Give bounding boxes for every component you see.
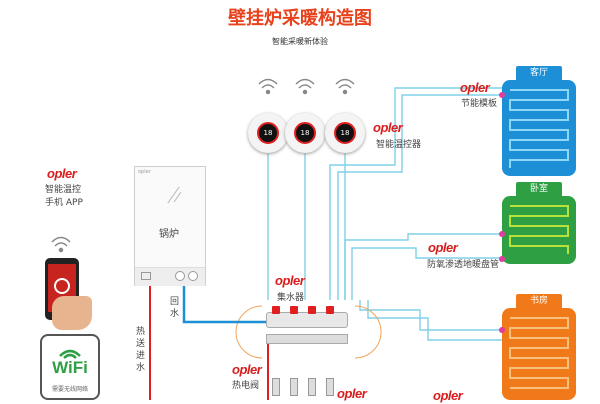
page-title: 壁挂炉采暖构造图 (228, 8, 372, 29)
thermal-valve-icon (326, 378, 334, 396)
boiler-display (141, 272, 151, 280)
brand-logo: opler (47, 166, 77, 181)
return-pipe (182, 285, 268, 324)
manifold-label: 集水器 (277, 293, 305, 303)
room-header-study: 书房 (516, 294, 562, 309)
thermostat-3: 18 (325, 113, 365, 153)
manifold (266, 312, 348, 328)
thermostat-display: 18 (257, 122, 279, 144)
manifold-lower (266, 334, 348, 344)
room-header-bedroom: 卧室 (516, 182, 562, 197)
thermal-valve-icon (272, 378, 280, 396)
boiler-control-panel (135, 267, 205, 286)
brand-logo: opler (337, 386, 367, 401)
room-living (502, 80, 576, 176)
connection-dot (499, 92, 505, 98)
wifi-word: WiFi (52, 358, 88, 377)
phone-dial-icon (54, 278, 70, 294)
connection-dot (499, 327, 505, 333)
wifi-note: 需要无线网络 (51, 386, 88, 393)
room-study (502, 308, 576, 400)
connection-dot (499, 256, 505, 262)
supply-water-label: 热送进水 (136, 327, 146, 373)
control-wires (267, 87, 502, 300)
page-subtitle: 智能采暖新体验 (272, 37, 328, 46)
manifold-arc (235, 305, 263, 359)
wifi-badge: WiFi 需要无线网络 (40, 334, 100, 400)
room-header-living: 客厅 (516, 66, 562, 81)
wifi-badge-icon (59, 349, 81, 359)
floor-pipe-label: 防氧渗透地暖盘管 (427, 260, 500, 270)
thermostat-display: 18 (334, 122, 356, 144)
boiler-brand-tag: opler (138, 169, 151, 175)
manifold-valve-icon (290, 306, 298, 314)
brand-logo: opler (373, 120, 403, 135)
wifi-signals (51, 78, 355, 253)
floor-coil (509, 89, 569, 168)
app-label-1: 智能温控 (45, 185, 82, 195)
room-bedroom (502, 196, 576, 264)
boiler-knob-icon (175, 271, 185, 281)
thermal-valve-icon (308, 378, 316, 396)
valve-label: 热电阀 (232, 381, 260, 391)
return-water-label: 回水 (170, 297, 180, 319)
manifold-valve-icon (272, 306, 280, 314)
thermostat-2: 18 (285, 113, 325, 153)
brand-logo: opler (275, 273, 305, 288)
app-label-2: 手机 APP (45, 198, 83, 208)
boiler: opler 锅炉 (134, 166, 206, 286)
brand-logo: opler (428, 240, 458, 255)
manifold-valve-icon (326, 306, 334, 314)
energy-module-label: 节能模板 (461, 99, 498, 109)
floor-coil (509, 317, 569, 389)
brand-logo: opler (433, 388, 463, 403)
hand (52, 296, 92, 330)
boiler-knob-icon (188, 271, 198, 281)
boiler-label: 锅炉 (159, 229, 179, 240)
manifold-valve-icon (308, 306, 316, 314)
thermal-valve-icon (290, 378, 298, 396)
thermostat-label: 智能温控器 (376, 140, 422, 150)
brand-logo: opler (232, 362, 262, 377)
floor-wires (344, 233, 502, 341)
thermostat-1: 18 (248, 113, 288, 153)
manifold-arc-right (354, 305, 382, 359)
floor-coil (509, 205, 569, 254)
brand-logo: opler (460, 80, 490, 95)
connection-dot (499, 231, 505, 237)
thermostat-display: 18 (294, 122, 316, 144)
